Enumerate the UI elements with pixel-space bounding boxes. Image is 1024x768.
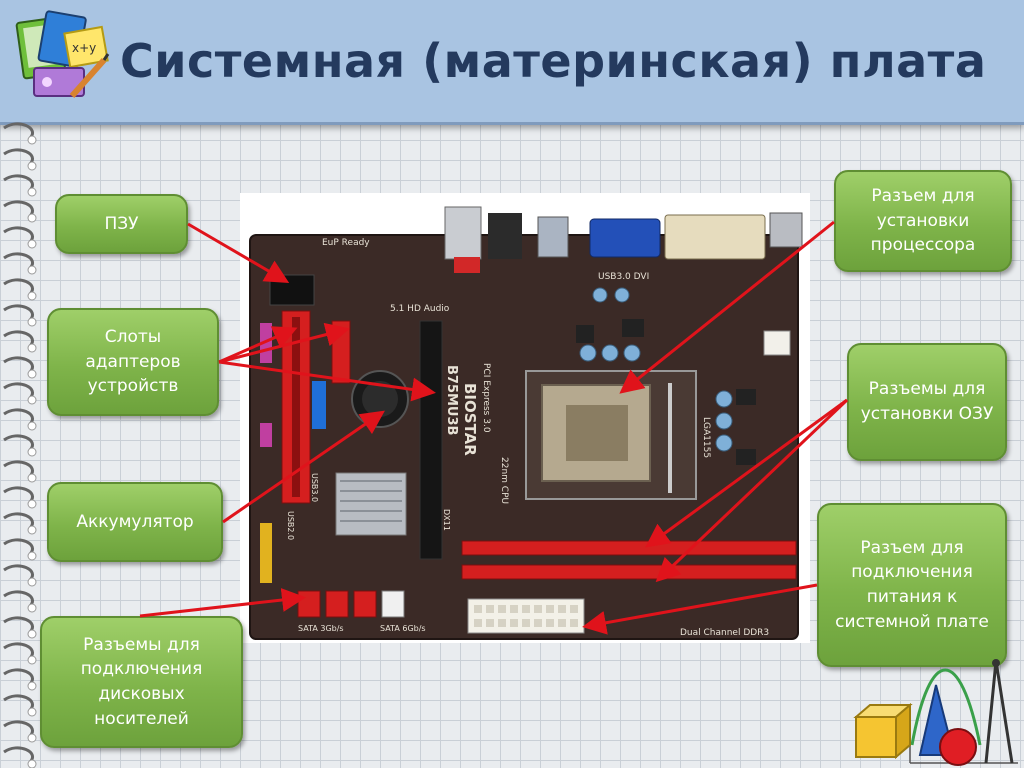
geometry-shapes-icon — [853, 659, 1018, 766]
callout-cpu-socket: Разъем для установки процессора — [834, 170, 1012, 272]
callout-disk-connectors: Разъемы для подключения дисковых носител… — [40, 616, 243, 748]
callout-power-connector: Разъем для подключения питания к системн… — [817, 503, 1007, 667]
board-label-socket: LGA1155 — [701, 417, 711, 458]
board-label-sata3: SATA 3Gb/s — [298, 624, 344, 633]
board-label-audio: 5.1 HD Audio — [390, 304, 450, 314]
slide-header: x+y Системная (материнская) плата — [0, 0, 1024, 125]
motherboard-image: EuP Ready 5.1 HD Audio USB3.0 DVI BIOSTA… — [240, 193, 810, 643]
callout-ram-slots: Разъемы для установки ОЗУ — [847, 343, 1007, 461]
board-label-usb3-dvi: USB3.0 DVI — [598, 272, 649, 282]
board-label-eup: EuP Ready — [322, 238, 370, 248]
callout-power-connector-text: Разъем для подключения питания к системн… — [835, 537, 989, 632]
board-label-model: B75MU3B — [444, 365, 459, 435]
callout-rom-text: ПЗУ — [104, 213, 139, 234]
callout-expansion-slots: Слоты адаптеров устройств — [47, 308, 219, 416]
callout-cpu-socket-text: Разъем для установки процессора — [870, 186, 976, 256]
board-label-sata6: SATA 6Gb/s — [380, 624, 426, 633]
callout-rom: ПЗУ — [55, 194, 188, 254]
notebook-spiral — [3, 122, 37, 768]
school-supplies-icon: x+y — [15, 10, 110, 98]
callout-expansion-slots-text: Слоты адаптеров устройств — [85, 327, 181, 397]
board-label-usb2: USB2.0 — [286, 511, 295, 540]
board-label-dx: DX11 — [442, 509, 451, 531]
board-label-cpu: 22nm CPU — [499, 457, 509, 504]
board-label-usb3: USB3.0 — [310, 473, 319, 502]
callout-battery-text: Аккумулятор — [76, 511, 194, 532]
board-label-ddr: Dual Channel DDR3 — [680, 628, 769, 638]
slide-title: Системная (материнская) плата — [120, 34, 987, 88]
callout-disk-connectors-text: Разъемы для подключения дисковых носител… — [80, 634, 203, 729]
callout-battery: Аккумулятор — [47, 482, 223, 562]
callout-ram-slots-text: Разъемы для установки ОЗУ — [860, 379, 994, 424]
board-label-brand: BIOSTAR — [461, 383, 479, 456]
svg-text:x+y: x+y — [72, 41, 96, 55]
board-label-pcie: PCI Express 3.0 — [481, 363, 491, 433]
